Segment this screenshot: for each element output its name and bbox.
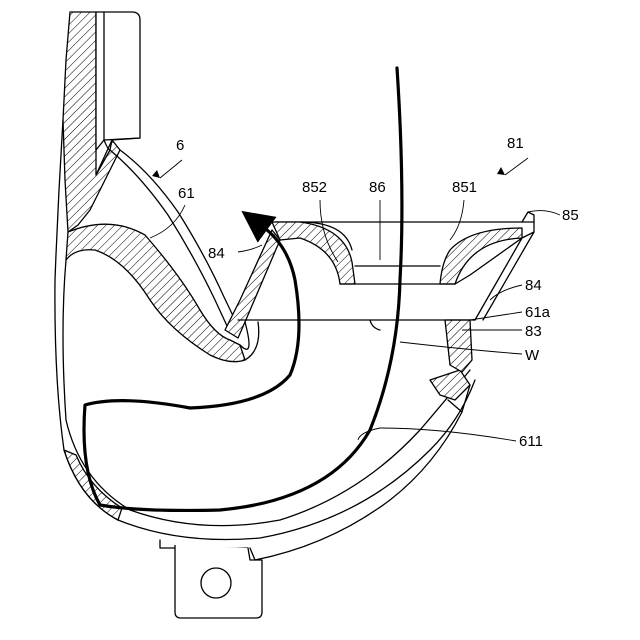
label-61: 61 xyxy=(178,185,195,202)
pointer-arrows xyxy=(152,167,505,178)
outer-shell xyxy=(55,120,475,548)
label-83: 83 xyxy=(525,323,542,340)
label-84-left: 84 xyxy=(208,245,225,262)
leader-lines xyxy=(150,158,560,441)
label-81: 81 xyxy=(507,135,524,152)
label-6: 6 xyxy=(176,137,184,154)
label-86: 86 xyxy=(369,179,386,196)
mounting-tab xyxy=(175,545,262,618)
housing-wall-6 xyxy=(63,12,140,232)
label-85: 85 xyxy=(562,207,579,224)
label-611: 611 xyxy=(519,433,543,450)
label-851: 851 xyxy=(452,179,477,196)
label-w: W xyxy=(525,347,540,364)
label-84-right: 84 xyxy=(525,277,542,294)
plate-61a xyxy=(238,320,475,360)
label-61a: 61a xyxy=(525,304,551,321)
label-852: 852 xyxy=(302,179,327,196)
wall-84-left xyxy=(225,230,280,338)
